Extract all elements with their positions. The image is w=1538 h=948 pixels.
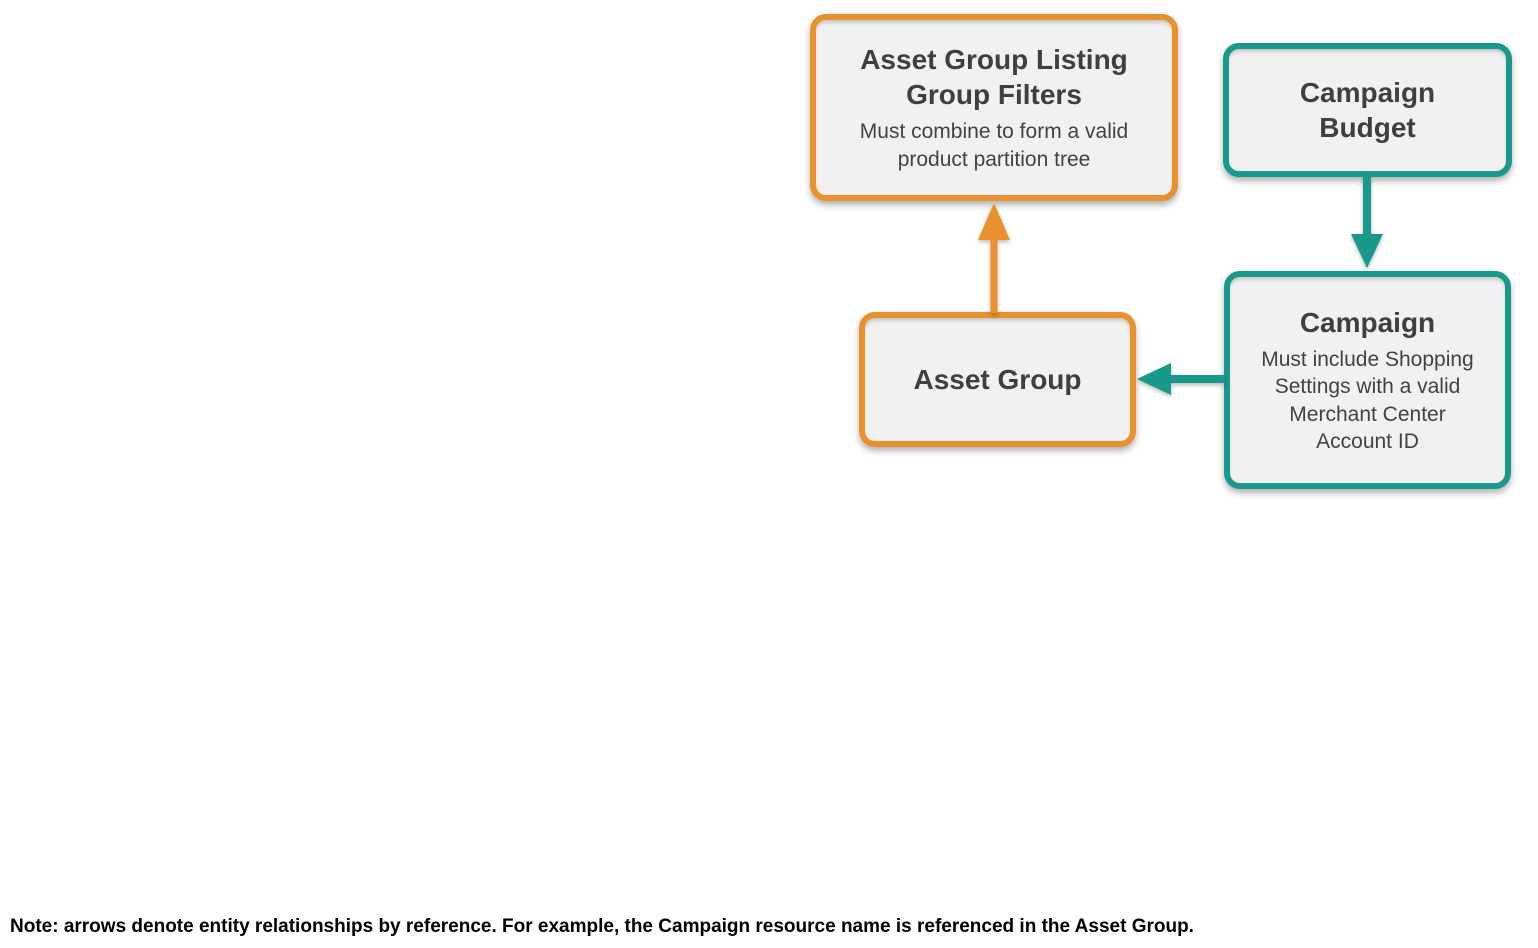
- node-title: Asset Group Listing Group Filters: [860, 44, 1128, 111]
- node-title: Asset Group: [913, 364, 1082, 395]
- node-campaign: Campaign Must include Shopping Settings …: [1224, 271, 1511, 489]
- node-title: Campaign: [1299, 306, 1436, 338]
- arrow-campaign-budget-to-campaign-icon: [1351, 176, 1383, 268]
- node-subtitle: Must include Shopping Settings with a va…: [1261, 347, 1474, 453]
- arrow-campaign-to-asset-group-icon: [1137, 363, 1225, 395]
- node-asset-group: Asset Group: [859, 312, 1136, 447]
- node-asset-group-listing-group-filters: Asset Group Listing Group Filters Must c…: [810, 14, 1178, 201]
- node-subtitle: Must combine to form a valid product par…: [859, 120, 1129, 171]
- node-title: Campaign Budget: [1299, 77, 1436, 143]
- footnote: Note: arrows denote entity relationships…: [10, 916, 1194, 937]
- node-campaign-budget: Campaign Budget: [1223, 43, 1512, 177]
- arrow-asset-group-to-listing-filters-icon: [978, 203, 1010, 313]
